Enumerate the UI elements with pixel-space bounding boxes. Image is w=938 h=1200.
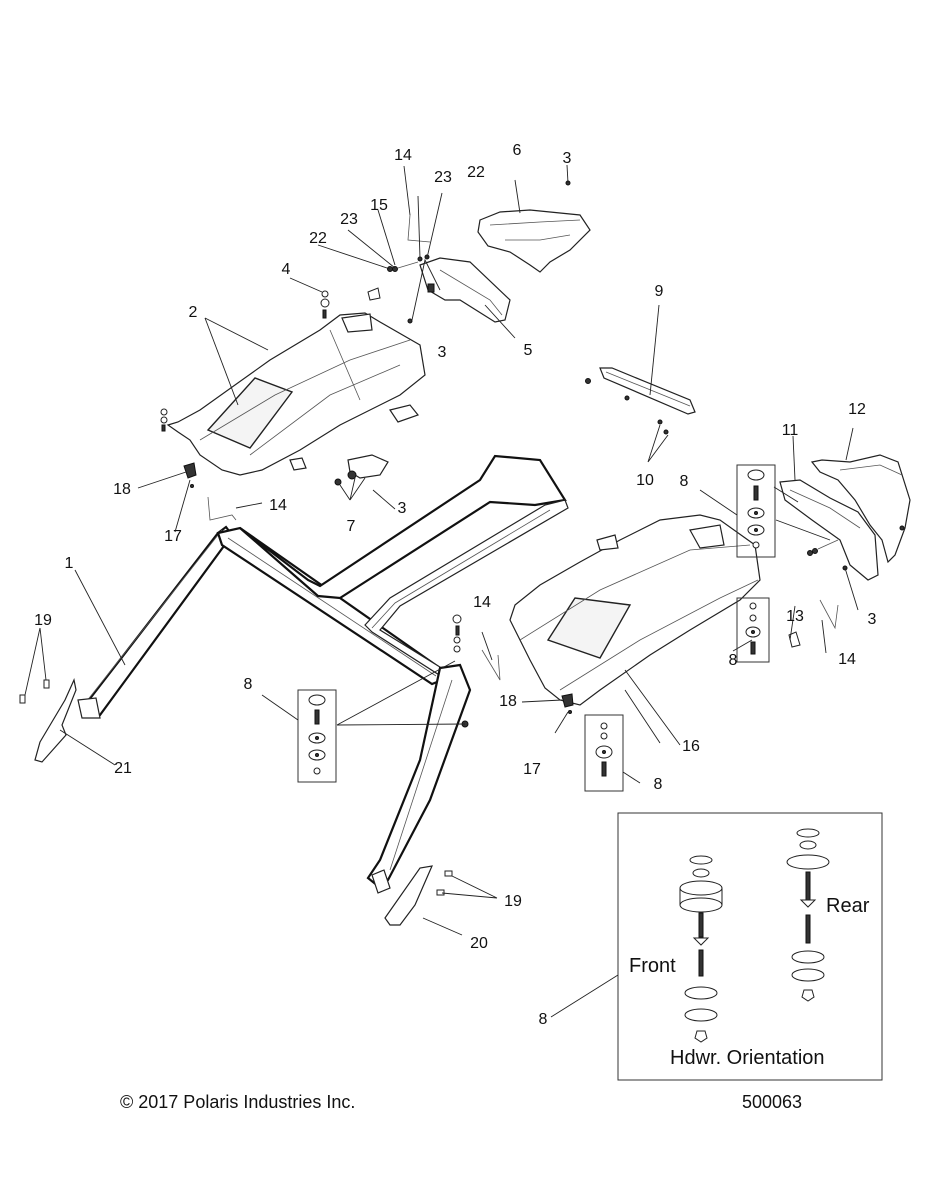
callout-6: 6 — [512, 142, 522, 159]
callout-23-left: 23 — [340, 211, 358, 228]
callout-19-right: 19 — [504, 893, 522, 910]
callout-3-rear: 3 — [867, 611, 877, 628]
rear-roof-panel — [509, 514, 761, 706]
callout-3-front-bracket: 3 — [437, 344, 447, 361]
callout-13: 13 — [786, 608, 804, 625]
hardware-orientation-inset — [617, 812, 883, 1081]
callout-12: 12 — [848, 401, 866, 418]
callout-7: 7 — [346, 518, 356, 535]
callout-3-latch: 3 — [397, 500, 407, 517]
front-corner-cap — [477, 209, 591, 273]
trim-strip — [599, 367, 696, 415]
callout-3-front-cap: 3 — [562, 150, 572, 167]
callout-22-right: 22 — [467, 164, 485, 181]
copyright-notice: © 2017 Polaris Industries Inc. — [120, 1092, 356, 1112]
callout-18-right: 18 — [499, 693, 517, 710]
callout-8-inset: 8 — [538, 1011, 548, 1028]
callout-2: 2 — [188, 304, 198, 321]
rear-corner-cap — [810, 454, 911, 564]
leader-lines — [24, 164, 859, 1018]
callout-20: 20 — [470, 935, 488, 952]
rear-orientation-label: Rear — [826, 895, 870, 917]
callout-14-top: 14 — [394, 147, 412, 164]
drawing-number: 500063 — [742, 1092, 803, 1112]
callout-1: 1 — [64, 555, 74, 572]
callout-8-rear-lower: 8 — [728, 652, 738, 669]
callout-14-left: 14 — [269, 497, 287, 514]
callout-21: 21 — [114, 760, 132, 777]
latch-assembly — [334, 454, 389, 486]
rear-bracket — [779, 479, 879, 581]
callout-23-right: 23 — [434, 169, 452, 186]
front-roof-panel — [166, 312, 426, 476]
callout-22-left: 22 — [309, 230, 327, 247]
front-orientation-label: Front — [629, 955, 676, 977]
pillar-feet — [34, 678, 433, 926]
callout-4: 4 — [281, 261, 291, 278]
callout-9: 9 — [654, 283, 664, 300]
callout-8-front-left: 8 — [243, 676, 253, 693]
hardware-kit-box-rear-lower — [736, 597, 770, 663]
hardware-kit-box-front-left — [297, 689, 337, 783]
brackets-small — [183, 287, 801, 708]
callout-10: 10 — [636, 472, 654, 489]
hardware-orientation-caption: Hdwr. Orientation — [670, 1047, 825, 1069]
hardware-kit-box-rear-upper — [736, 464, 776, 558]
front-bracket — [419, 257, 511, 323]
callout-14-rear: 14 — [838, 651, 856, 668]
roll-cage-frame — [77, 454, 569, 894]
callout-16: 16 — [682, 738, 700, 755]
callout-17-right: 17 — [523, 761, 541, 778]
callout-15: 15 — [370, 197, 388, 214]
clip-brackets — [207, 214, 839, 681]
callout-8-rear-upper: 8 — [679, 473, 689, 490]
callout-5: 5 — [523, 342, 533, 359]
callout-18-left: 18 — [113, 481, 131, 498]
callout-17-left: 17 — [164, 528, 182, 545]
hardware-kit-box-mid — [584, 714, 624, 792]
callout-14-mid: 14 — [473, 594, 491, 611]
callout-19-left: 19 — [34, 612, 52, 629]
callout-8-mid: 8 — [653, 776, 663, 793]
callout-11: 11 — [781, 422, 799, 439]
